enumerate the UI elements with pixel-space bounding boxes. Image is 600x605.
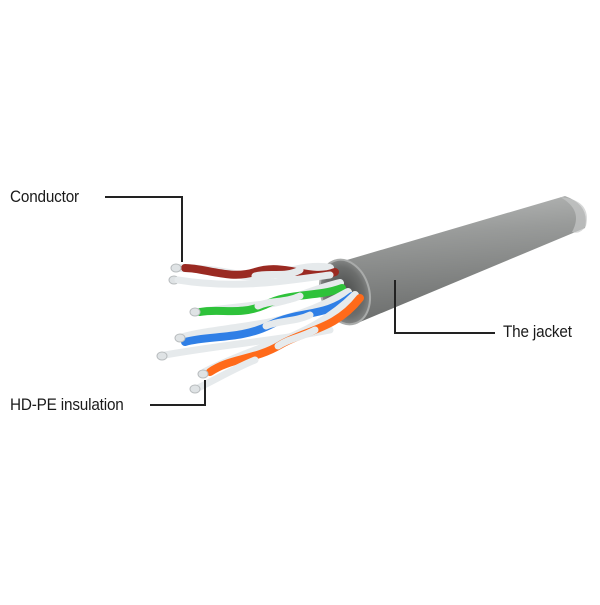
wire-pair-orange <box>189 291 364 394</box>
insulation-label: HD-PE insulation <box>10 395 124 414</box>
jacket-label: The jacket <box>503 322 572 341</box>
jacket-leader-line <box>394 280 495 334</box>
wire-pair-brown <box>168 262 339 288</box>
conductor-leader-line <box>105 196 183 262</box>
conductor-label: Conductor <box>10 187 79 206</box>
insulation-leader-line <box>150 380 206 406</box>
wire-pair-green <box>189 279 346 317</box>
wire-pair-blue <box>156 288 356 361</box>
